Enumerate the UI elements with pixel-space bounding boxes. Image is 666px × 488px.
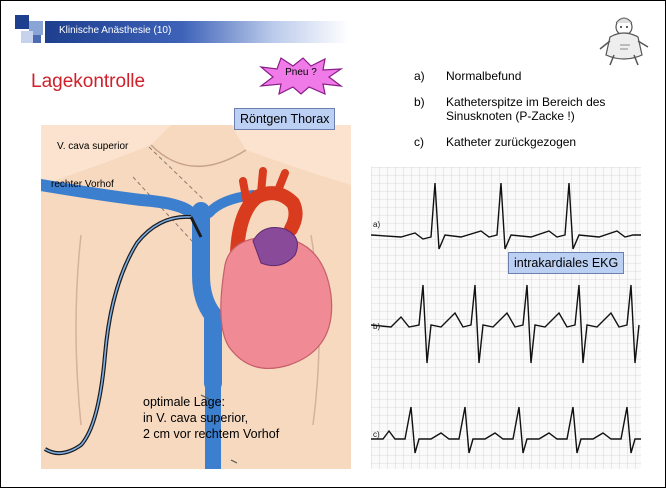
optimal-position-text: optimale Lage: in V. cava superior, 2 cm… (143, 394, 279, 442)
ecg-strip-label: c) (373, 430, 380, 439)
list-item-text: Katheterspitze im Bereich des Sinusknote… (446, 95, 656, 123)
list-item-letter: b) (414, 95, 425, 109)
slide-title: Lagekontrolle (31, 71, 145, 93)
list-item-text: Katheter zurückgezogen (446, 135, 656, 149)
list-item-text: Normalbefund (446, 69, 656, 83)
optimal-position-line: 2 cm vor rechtem Vorhof (143, 426, 279, 442)
list-item-letter: a) (414, 69, 425, 83)
ecg-strip: a) b) c) (371, 167, 641, 469)
ecg-strip-label: b) (373, 322, 380, 331)
label-vena-cava: V. cava superior (57, 141, 128, 152)
xray-label-box: Röntgen Thorax (234, 108, 335, 130)
optimal-position-line: in V. cava superior, (143, 410, 279, 426)
logo-square-light (21, 31, 33, 43)
ekg-label-box: intrakardiales EKG (508, 252, 624, 274)
logo-square-dark (15, 15, 29, 29)
label-right-atrium: rechter Vorhof (51, 179, 114, 190)
list-item-letter: c) (414, 135, 424, 149)
optimal-position-line: optimale Lage: (143, 394, 279, 410)
pneu-label: Pneu ? (259, 67, 343, 78)
logo-square-small (33, 35, 41, 43)
doctor-clipart-icon (596, 15, 652, 67)
header-title: Klinische Anästhesie (10) (59, 25, 171, 36)
ecg-strip-label: a) (373, 220, 380, 229)
